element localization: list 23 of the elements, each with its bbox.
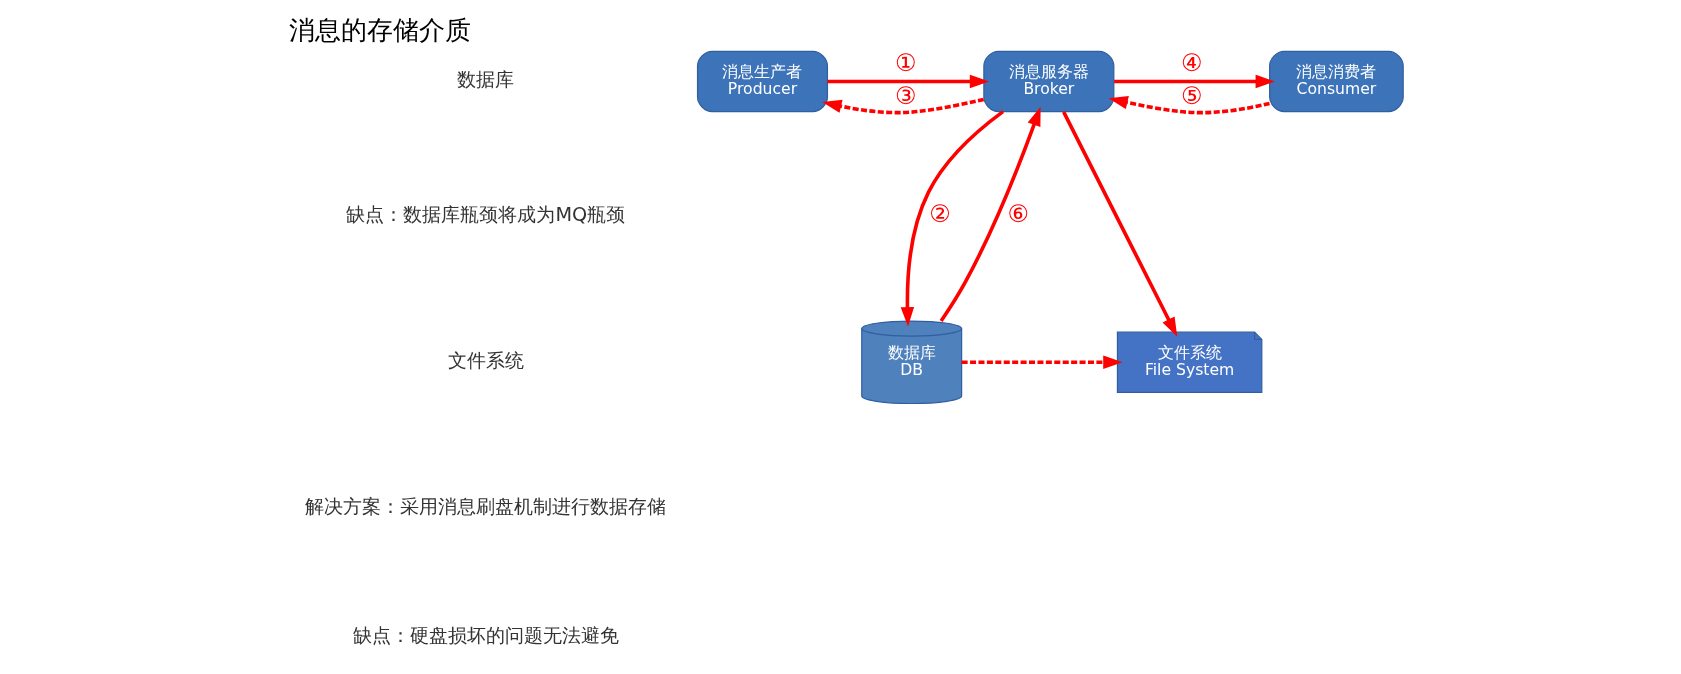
label: 缺点：数据库瓶颈将成为MQ瓶颈 <box>345 202 625 226</box>
edge-label: ⑥ <box>1006 200 1029 229</box>
edge-label: ② <box>928 200 951 229</box>
edge-label: ① <box>894 48 916 77</box>
edge-label: ⑤ <box>1180 82 1203 111</box>
arrow <box>821 97 984 115</box>
diagram-title: 消息的存储介质 <box>288 13 471 45</box>
label: 解决方案：采用消息刷盘机制进行数据存储 <box>304 494 666 518</box>
node-box: 消息消费者 Consumer <box>1268 50 1404 113</box>
label: 数据库 <box>456 68 514 92</box>
node-box: 消息生产者 Producer <box>696 50 828 113</box>
node-box: 消息服务器 Broker <box>982 50 1114 113</box>
label: 缺点：硬盘损坏的问题无法避免 <box>352 623 619 647</box>
arrow <box>1113 74 1275 89</box>
edge-label: ④ <box>1180 48 1203 77</box>
arrow <box>1061 111 1177 337</box>
edge-label: ③ <box>894 82 916 111</box>
label: 文件系统 <box>447 348 524 372</box>
arrow <box>1108 95 1270 115</box>
arrow <box>939 106 1041 323</box>
arrow <box>900 110 1004 327</box>
arrow <box>961 355 1122 369</box>
arrow <box>827 74 989 89</box>
